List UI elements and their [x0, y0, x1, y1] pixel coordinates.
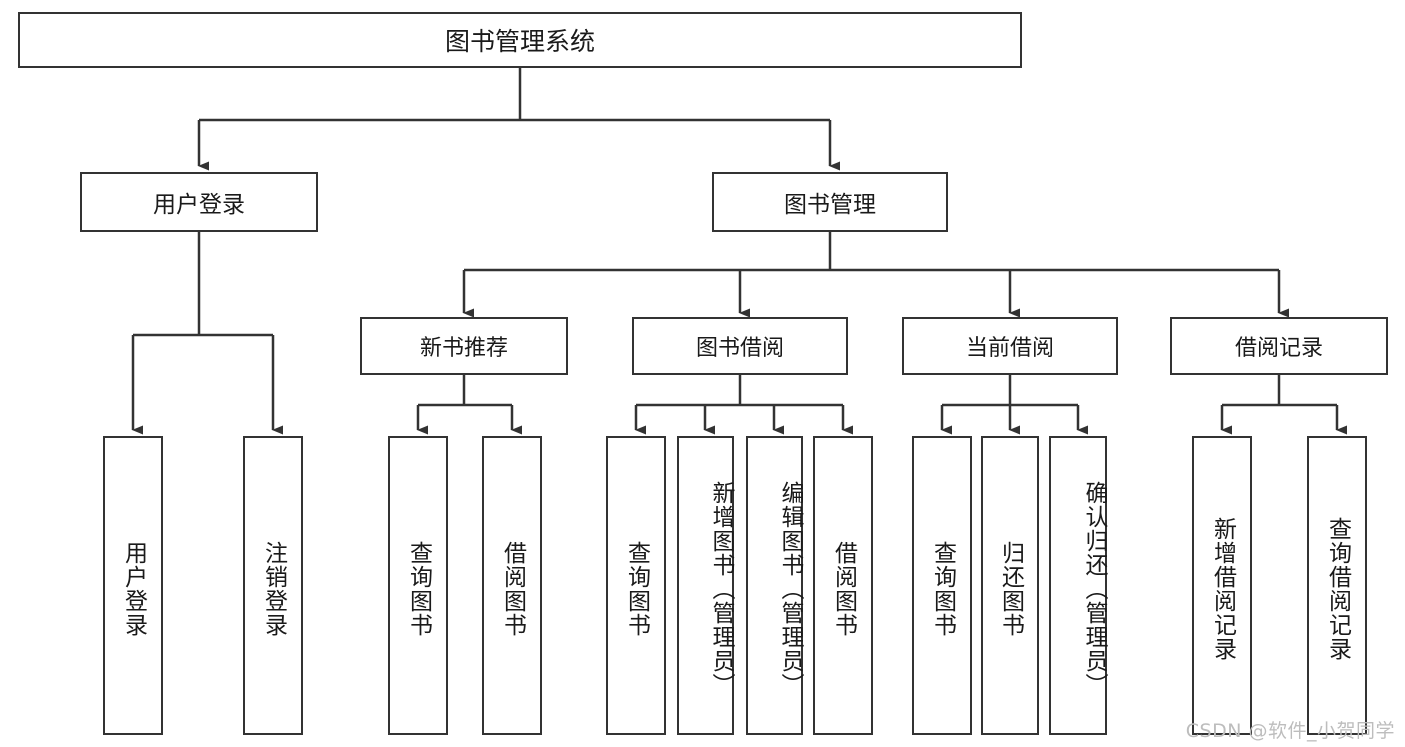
leaf-label: 确认归还（管理员） [1081, 480, 1107, 697]
leaf-new-book-borrow[interactable]: 借阅图书 [482, 436, 542, 735]
node-book-management[interactable]: 图书管理 [712, 172, 948, 232]
node-new-book-recommend-label: 新书推荐 [419, 336, 508, 361]
leaf-label: 查询图书 [623, 540, 650, 637]
node-book-borrow-label: 图书借阅 [695, 336, 784, 361]
node-user-login[interactable]: 用户登录 [80, 172, 318, 232]
leaf-current-return-book[interactable]: 归还图书 [981, 436, 1039, 735]
leaf-user-login-login[interactable]: 用户登录 [103, 436, 163, 735]
leaf-label: 用户登录 [120, 540, 147, 637]
leaf-borrow-add-book-admin[interactable]: 新增图书（管理员） [677, 436, 734, 735]
leaf-current-confirm-return-admin[interactable]: 确认归还（管理员） [1049, 436, 1107, 735]
leaf-borrow-borrow-book[interactable]: 借阅图书 [813, 436, 873, 735]
node-borrow-record-label: 借阅记录 [1234, 336, 1323, 361]
leaf-label: 归还图书 [997, 540, 1024, 637]
leaf-current-query-book[interactable]: 查询图书 [912, 436, 972, 735]
node-new-book-recommend[interactable]: 新书推荐 [360, 317, 568, 375]
leaf-label: 编辑图书（管理员） [777, 480, 803, 697]
leaf-record-query-record[interactable]: 查询借阅记录 [1307, 436, 1367, 735]
leaf-label: 查询图书 [929, 540, 956, 637]
leaf-label: 查询借阅记录 [1324, 516, 1351, 661]
node-root[interactable]: 图书管理系统 [18, 12, 1022, 68]
leaf-label: 查询图书 [405, 540, 432, 637]
leaf-record-add-record[interactable]: 新增借阅记录 [1192, 436, 1252, 735]
leaf-label: 新增图书（管理员） [708, 480, 734, 697]
leaf-label: 借阅图书 [499, 540, 526, 637]
node-book-borrow[interactable]: 图书借阅 [632, 317, 848, 375]
node-current-borrow[interactable]: 当前借阅 [902, 317, 1118, 375]
node-user-login-label: 用户登录 [153, 192, 245, 218]
leaf-borrow-query-book[interactable]: 查询图书 [606, 436, 666, 735]
leaf-label: 注销登录 [260, 540, 287, 637]
node-root-label: 图书管理系统 [444, 27, 595, 56]
node-current-borrow-label: 当前借阅 [965, 336, 1054, 361]
leaf-label: 新增借阅记录 [1209, 516, 1236, 661]
node-borrow-record[interactable]: 借阅记录 [1170, 317, 1388, 375]
leaf-label: 借阅图书 [830, 540, 857, 637]
watermark: CSDN @软件_小贺同学 [1185, 720, 1395, 742]
leaf-borrow-edit-book-admin[interactable]: 编辑图书（管理员） [746, 436, 803, 735]
node-book-management-label: 图书管理 [784, 192, 876, 218]
leaf-user-login-logout[interactable]: 注销登录 [243, 436, 303, 735]
leaf-new-book-query[interactable]: 查询图书 [388, 436, 448, 735]
